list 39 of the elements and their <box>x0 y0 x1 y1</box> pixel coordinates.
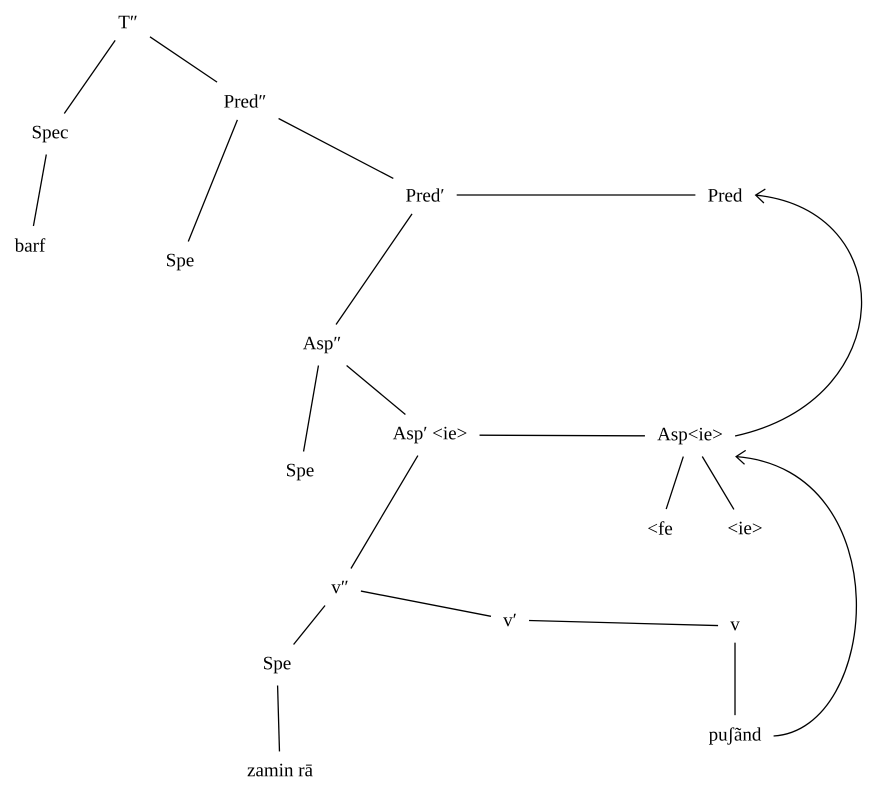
movement-arrow <box>734 188 862 437</box>
branch-line <box>276 686 280 752</box>
tree-label: v <box>730 622 740 630</box>
tree-label: v″ <box>331 580 348 594</box>
branch-line <box>346 365 406 415</box>
branch-line <box>702 456 734 510</box>
branch-line <box>529 620 718 626</box>
tree-label: Asp<ie> <box>657 428 722 444</box>
branch-line <box>666 456 684 510</box>
branch-line <box>350 455 418 569</box>
branch-line <box>150 36 218 83</box>
branch-line <box>336 214 413 325</box>
tree-label: T″ <box>118 16 137 28</box>
tree-label: puʃãnd <box>708 727 762 745</box>
branch-line <box>293 605 326 645</box>
tree-label: Asp′ <ie> <box>392 426 466 444</box>
branch-line <box>64 40 116 114</box>
branch-line <box>734 642 736 716</box>
branch-line <box>360 590 492 617</box>
branch-line <box>480 434 645 436</box>
tree-label: Asp″ <box>302 336 340 354</box>
branch-line <box>456 194 696 196</box>
tree-label: barf <box>14 238 46 252</box>
tree-label: v′ <box>503 614 516 626</box>
branch-line <box>278 118 394 180</box>
branch-line <box>188 120 238 242</box>
tree-label: <ie> <box>728 522 762 534</box>
tree-label: Pred″ <box>224 94 266 108</box>
tree-label: zamin rā <box>248 764 313 776</box>
tree-label: <fe <box>648 521 672 535</box>
tree-label: Spec <box>32 126 68 142</box>
branch-line <box>32 154 47 226</box>
tree-label: Spe <box>264 656 291 674</box>
branch-line <box>302 365 320 452</box>
tree-label: Spe <box>287 464 314 480</box>
movement-arrow <box>735 450 857 737</box>
tree-label: Pred <box>708 188 742 202</box>
tree-label: Pred′ <box>406 188 444 202</box>
tree-label: Spe <box>167 254 194 270</box>
